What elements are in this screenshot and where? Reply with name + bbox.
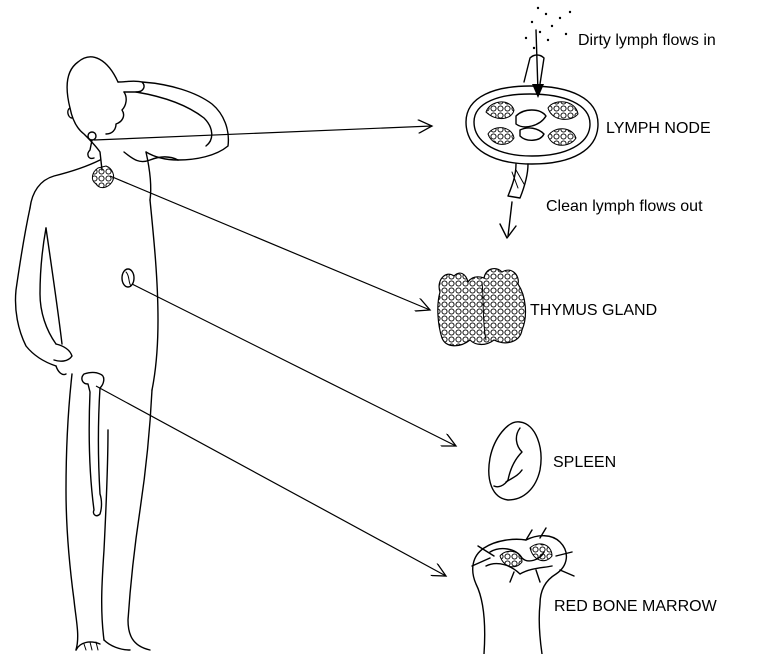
spleen-label: SPLEEN bbox=[553, 454, 616, 472]
arrow-to-thymus bbox=[110, 176, 430, 310]
arrow-to-spleen bbox=[132, 284, 456, 446]
lymph-node-label: LYMPH NODE bbox=[606, 120, 711, 138]
arrow-to-lymph-node bbox=[94, 126, 432, 140]
red-bone-marrow-label: RED BONE MARROW bbox=[554, 598, 717, 616]
body-femur-marker bbox=[82, 373, 104, 516]
dirty-lymph-label: Dirty lymph flows in bbox=[578, 32, 716, 50]
bone-marrow-illustration bbox=[472, 528, 574, 654]
dirty-lymph-dots bbox=[525, 7, 571, 49]
thymus-gland-label: THYMUS GLAND bbox=[530, 302, 657, 320]
thymus-gland-illustration bbox=[438, 269, 526, 346]
human-body-figure bbox=[15, 57, 228, 650]
clean-lymph-label: Clean lymph flows out bbox=[546, 198, 703, 216]
spleen-illustration bbox=[489, 422, 541, 500]
